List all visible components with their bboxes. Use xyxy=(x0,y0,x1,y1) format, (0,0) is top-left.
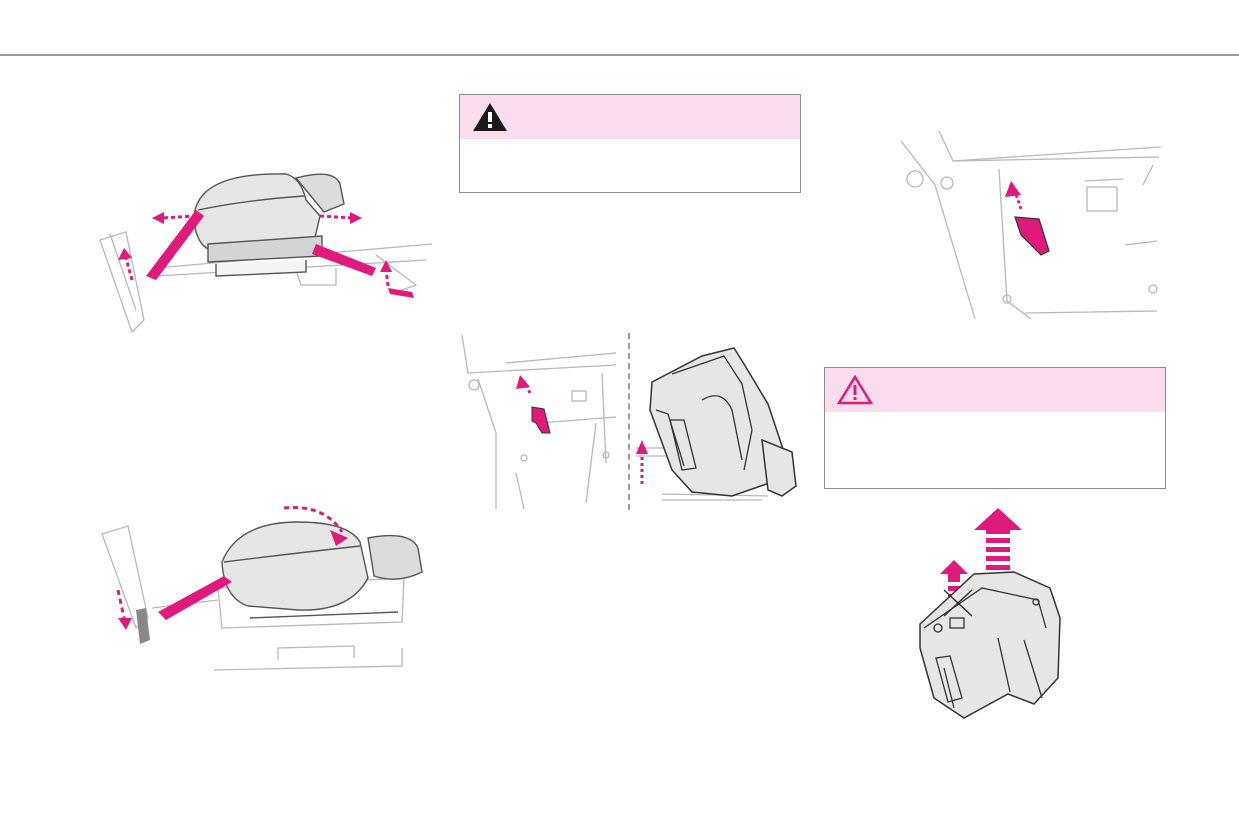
warning-box-2 xyxy=(824,367,1166,489)
top-rule xyxy=(0,54,1239,56)
warning-header xyxy=(825,368,1165,412)
seat-release-illustration xyxy=(456,333,626,513)
warning-box-1 xyxy=(459,94,801,193)
seat-removal-illustration xyxy=(914,508,1064,720)
warning-triangle-filled-icon xyxy=(472,102,508,137)
seat-fold-illustration xyxy=(98,498,438,678)
seat-slide-illustration xyxy=(96,160,436,340)
warning-triangle-outline-icon xyxy=(836,374,874,410)
seat-tipped-illustration xyxy=(632,340,804,505)
warning-text xyxy=(460,139,800,155)
figure-divider xyxy=(628,333,630,510)
seat-lever-closeup-illustration xyxy=(895,125,1165,320)
warning-header xyxy=(460,95,800,139)
warning-text xyxy=(825,412,1165,428)
